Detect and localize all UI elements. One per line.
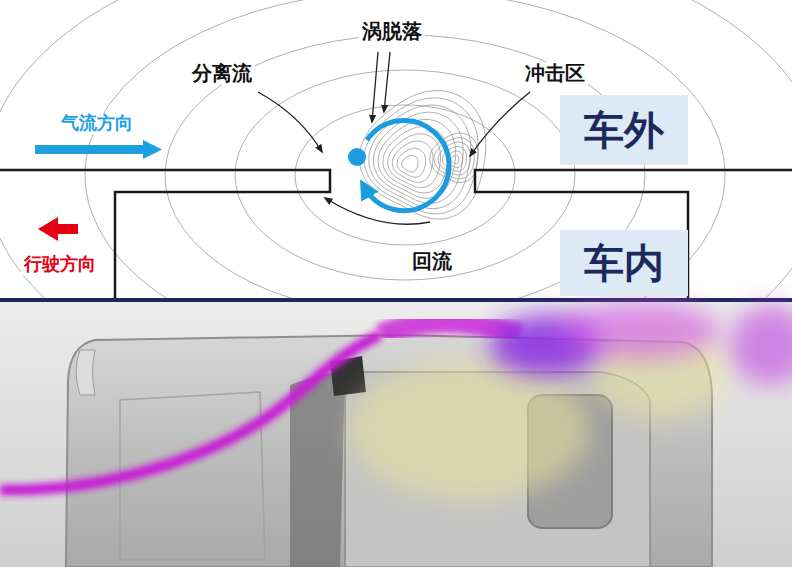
annotation-label: 行驶方向 xyxy=(21,254,99,275)
region-box: 车外 xyxy=(560,95,688,165)
contour-line xyxy=(388,134,441,188)
annotation-label: 气流方向 xyxy=(58,113,136,134)
contour-line xyxy=(402,155,418,172)
contour-line xyxy=(397,148,426,177)
region-box: 车内 xyxy=(560,230,688,296)
contour-line xyxy=(364,98,478,214)
contour-line xyxy=(295,105,515,245)
annotation-label: 回流 xyxy=(409,250,455,273)
contour-line xyxy=(430,133,478,182)
contour-line xyxy=(434,138,474,179)
annotation-label: 分离流 xyxy=(189,62,255,85)
contour-line xyxy=(85,0,725,298)
contour-line xyxy=(392,141,433,182)
contour-line xyxy=(451,156,459,164)
annotation-label: 冲击区 xyxy=(522,62,588,85)
contour-line xyxy=(0,0,792,298)
contour-line xyxy=(359,91,485,220)
region-label: 车外 xyxy=(584,108,664,152)
region-label: 车内 xyxy=(584,241,664,285)
contour-line xyxy=(235,70,575,280)
annotation-label: 涡脱落 xyxy=(359,20,425,43)
